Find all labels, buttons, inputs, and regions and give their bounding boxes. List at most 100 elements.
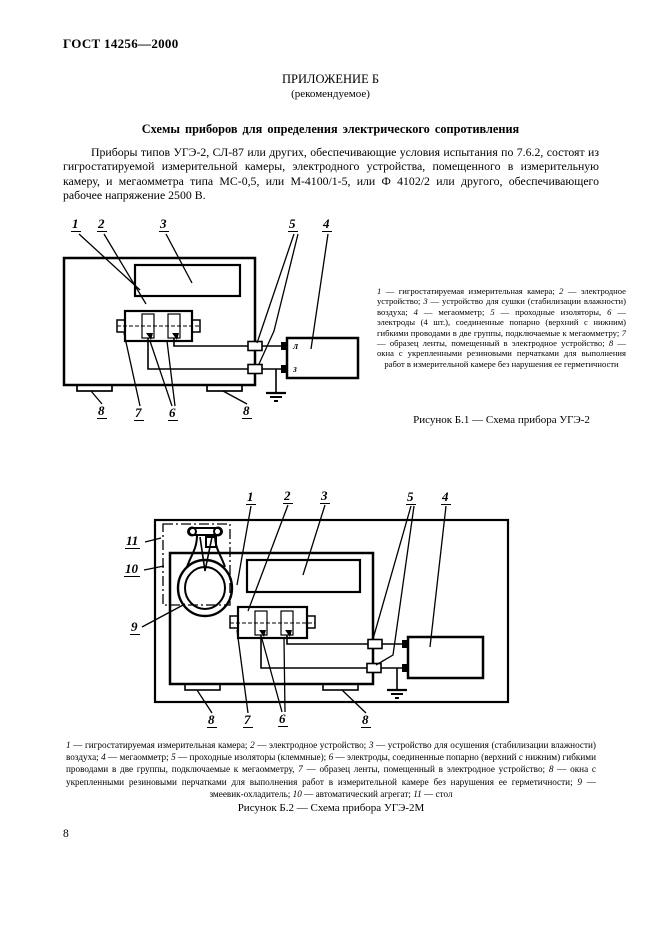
page-number: 8 — [63, 828, 69, 840]
bushing-insulator-top — [367, 638, 383, 650]
bushing-insulator-bottom — [366, 662, 382, 674]
callout-2: 2 — [97, 216, 107, 232]
figure-b2-legend: 1 — гигростатируемая измерительная камер… — [66, 739, 596, 800]
callout-7: 7 — [134, 405, 144, 421]
legend-item: 5 — проходные изоляторы (клеммные); — [171, 752, 329, 763]
legend-item: 7 — образец ленты, помещенный в электрод… — [377, 327, 626, 349]
wire-bottom — [147, 338, 248, 370]
legend-item: 2 — электродное устройство; — [250, 740, 369, 750]
flask-stopper — [205, 536, 217, 548]
callout-8: 8 — [361, 712, 371, 728]
legend-item: 7 — образец ленты, помещенный в электрод… — [298, 764, 549, 775]
megohmmeter-box — [406, 635, 485, 680]
legend-ref-number: 3 — [368, 740, 374, 750]
chamber-box — [168, 551, 375, 686]
legend-item: 1 — гигростатируемая измерительная камер… — [66, 740, 251, 750]
legend-ref-number: 6 — [607, 306, 612, 317]
terminal-line — [402, 640, 409, 648]
callout-2: 2 — [283, 488, 293, 504]
chamber-foot-left — [184, 683, 221, 691]
flask-neck-left — [186, 534, 198, 568]
legend-item: 9 — змеевик-охладитель; — [209, 776, 596, 799]
contact-arrow — [172, 333, 179, 340]
chamber-foot-right — [206, 384, 243, 392]
legend-item: 5 — проходные изоляторы, — [490, 306, 608, 317]
callout-7: 7 — [243, 712, 253, 728]
legend-item: 4 — мегаомметр; — [101, 752, 172, 763]
callout-3: 3 — [320, 488, 330, 504]
figure-b1-schematic — [62, 233, 360, 407]
legend-ref-number: 9 — [577, 776, 583, 787]
terminal-label-Л: Л — [293, 342, 299, 351]
coil-cooler-outer-ring — [176, 558, 234, 618]
legend-ref-number: 2 — [250, 740, 255, 750]
legend-ref-number: 10 — [292, 788, 302, 799]
wire-top — [286, 635, 368, 645]
terminal-line — [281, 342, 288, 350]
terminal-ground — [402, 664, 409, 672]
callout-leaders — [78, 233, 329, 407]
legend-ref-number: 1 — [377, 286, 382, 296]
legend-ref-number: 3 — [423, 296, 428, 307]
drying-device-box — [133, 263, 242, 298]
chamber-box — [62, 256, 257, 387]
legend-item: 4 — мегаомметр; — [413, 306, 491, 317]
legend-item: 10 — автоматический агрегат; — [292, 788, 414, 799]
callout-8: 8 — [242, 403, 252, 419]
legend-ref-number: 7 — [298, 764, 303, 775]
bushing-insulator-top — [247, 340, 263, 352]
legend-ref-number: 4 — [413, 306, 418, 317]
legend-ref-number: 7 — [621, 327, 626, 338]
chamber-foot-right — [322, 683, 359, 691]
legend-item: 1 — гигростатируемая измерительная камер… — [377, 286, 560, 296]
legend-ref-number: 1 — [66, 740, 71, 750]
terminal-ground — [281, 365, 288, 373]
appendix-heading: ПРИЛОЖЕНИЕ Б (рекомендуемое) — [63, 72, 598, 100]
callout-3: 3 — [159, 216, 169, 232]
legend-ref-number: 5 — [490, 306, 495, 317]
callout-5: 5 — [406, 489, 416, 505]
chamber-foot-left — [76, 384, 113, 392]
table-box — [153, 518, 510, 704]
contact-arrow — [285, 630, 292, 637]
legend-item: 6 — электроды (4 шт.), соединенные попар… — [377, 306, 626, 338]
legend-ref-number: 6 — [328, 752, 334, 763]
bushing-insulator-bottom — [247, 363, 263, 375]
legend-item: 6 — электроды, соединенные попарно (верх… — [66, 752, 597, 775]
automatic-unit-box — [162, 523, 231, 606]
flask-top-eyelet — [213, 526, 223, 537]
callout-1: 1 — [71, 216, 81, 232]
figure-b2-caption: Рисунок Б.2 — Схема прибора УГЭ-2М — [237, 802, 425, 814]
legend-ref-number: 2 — [559, 286, 564, 296]
wire-top — [173, 338, 248, 347]
callout-6: 6 — [278, 711, 288, 727]
legend-ref-number: 4 — [101, 752, 106, 763]
figure-b1-caption: Рисунок Б.1 — Схема прибора УГЭ-2 — [413, 414, 590, 426]
appendix-label: ПРИЛОЖЕНИЕ Б — [281, 72, 380, 86]
terminal-label-З: З — [293, 365, 297, 374]
coil-cooler-inner-ring — [184, 566, 226, 610]
section-title: Схемы приборов для определения электриче… — [141, 122, 520, 136]
megohmmeter-box — [285, 336, 360, 380]
figure-b1-legend: 1 — гигростатируемая измерительная камер… — [377, 286, 626, 369]
callout-8: 8 — [97, 403, 107, 419]
doc-code: ГОСТ 14256—2000 — [63, 36, 179, 51]
drying-device-box — [245, 558, 362, 594]
electrode-tab-left — [229, 615, 239, 629]
callout-4: 4 — [441, 489, 451, 505]
electrode-tab-right — [306, 615, 316, 629]
contact-arrow — [259, 630, 266, 637]
legend-item: 3 — устройство для осушения (стабилизаци… — [66, 740, 596, 763]
callout-6: 6 — [168, 405, 178, 421]
callout-1: 1 — [246, 489, 256, 505]
callout-8: 8 — [207, 712, 217, 728]
intro-paragraph: Приборы типов УГЭ-2, СЛ-87 или других, о… — [63, 145, 599, 203]
callout-10: 10 — [124, 561, 140, 577]
legend-ref-number: 11 — [413, 788, 422, 799]
legend-ref-number: 5 — [171, 752, 176, 763]
figure-b2-schematic — [141, 504, 510, 714]
legend-ref-number: 8 — [608, 338, 614, 349]
flask-top-eyelet — [187, 526, 197, 537]
